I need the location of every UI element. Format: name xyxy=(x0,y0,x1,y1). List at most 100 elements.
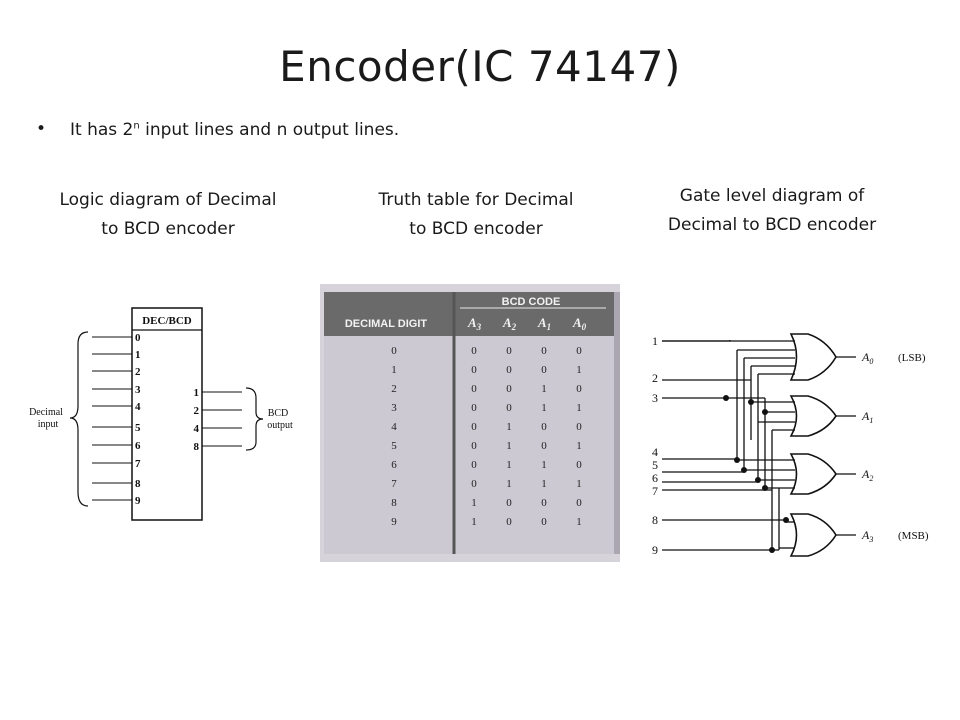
junction-dot xyxy=(734,457,740,463)
output-label-base: A xyxy=(861,467,870,481)
digit-cell: 9 xyxy=(391,516,397,528)
bcd-cell: 0 xyxy=(471,345,477,357)
logic-diagram-caption: Logic diagram of Decimal to BCD encoder xyxy=(30,186,306,244)
bcd-cell: 1 xyxy=(506,421,512,433)
caption-line: Logic diagram of Decimal xyxy=(59,190,277,210)
lsb-note: (LSB) xyxy=(898,352,926,364)
digit-cell: 8 xyxy=(391,497,397,509)
bcd-cell: 0 xyxy=(506,402,512,414)
or-gate-a2 xyxy=(789,453,837,495)
bcd-cell: 0 xyxy=(576,383,582,395)
output-brace xyxy=(245,387,264,451)
input-pin-label: 0 xyxy=(135,332,141,344)
bullet-text-suffix: input lines and n output lines. xyxy=(139,120,400,140)
bcd-cell: 1 xyxy=(506,440,512,452)
output-group-label: output xyxy=(267,420,293,431)
output-label-base: A xyxy=(861,350,870,364)
bcd-cell: 1 xyxy=(471,497,477,509)
digit-cell: 6 xyxy=(391,459,397,471)
table-row: 0 0 0 0 0 xyxy=(391,345,582,357)
column-header-sub: 1 xyxy=(547,322,552,332)
output-pin-label: 2 xyxy=(194,405,200,417)
column-header-a2: A2 xyxy=(502,315,517,332)
or-gate-a0 xyxy=(789,333,837,381)
bullet-marker: • xyxy=(36,119,47,139)
output-label-sub: 3 xyxy=(868,535,873,544)
junction-dot xyxy=(741,467,747,473)
bcd-cell: 1 xyxy=(541,478,547,490)
table-row: 2 0 0 1 0 xyxy=(391,383,582,395)
bcd-cell: 1 xyxy=(506,478,512,490)
bcd-cell: 0 xyxy=(506,383,512,395)
table-row: 9 1 0 0 1 xyxy=(391,516,582,528)
bcd-cell: 0 xyxy=(541,516,547,528)
column-header-sub: 2 xyxy=(511,322,517,332)
input-pin-label: 1 xyxy=(135,349,141,361)
bullet-superscript: n xyxy=(133,120,140,132)
bcd-cell: 0 xyxy=(576,497,582,509)
table-row: 5 0 1 0 1 xyxy=(391,440,582,452)
block-label: DEC/BCD xyxy=(142,315,192,327)
digit-cell: 0 xyxy=(391,345,397,357)
input-brace xyxy=(69,331,89,507)
output-label-sub: 0 xyxy=(869,357,873,366)
bcd-cell: 0 xyxy=(576,345,582,357)
bcd-cell: 0 xyxy=(471,478,477,490)
bcd-cell: 0 xyxy=(541,421,547,433)
input-pin-label: 9 xyxy=(135,495,141,507)
bcd-cell: 0 xyxy=(506,516,512,528)
caption-line: to BCD encoder xyxy=(409,219,543,239)
output-pin-label: 4 xyxy=(194,423,200,435)
column-header-sub: 0 xyxy=(582,322,587,332)
bcd-cell: 1 xyxy=(506,459,512,471)
input-pin-label: 2 xyxy=(135,366,141,378)
table-header xyxy=(324,292,614,336)
input-label: 3 xyxy=(652,391,658,405)
input-pin-label: 7 xyxy=(135,458,141,470)
digit-cell: 1 xyxy=(391,364,397,376)
output-label-a2: A2 xyxy=(861,467,873,483)
table-row: 8 1 0 0 0 xyxy=(391,497,582,509)
output-label-a1: A1 xyxy=(861,409,873,425)
output-label-a3: A3 xyxy=(861,528,873,544)
table-row: 7 0 1 1 1 xyxy=(391,478,582,490)
caption-line: to BCD encoder xyxy=(101,219,235,239)
input-pin-label: 8 xyxy=(135,478,141,490)
bcd-cell: 0 xyxy=(506,497,512,509)
column-header-base: A xyxy=(502,315,512,330)
table-row: 4 0 1 0 0 xyxy=(391,421,582,433)
bcd-cell: 0 xyxy=(471,459,477,471)
output-pin-label: 1 xyxy=(194,387,200,399)
digit-cell: 2 xyxy=(391,383,397,395)
digit-cell: 3 xyxy=(391,402,397,414)
digit-cell: 7 xyxy=(391,478,397,490)
bcd-cell: 1 xyxy=(576,516,582,528)
output-label-sub: 1 xyxy=(869,416,873,425)
bcd-cell: 1 xyxy=(541,402,547,414)
truth-table-caption: Truth table for Decimal to BCD encoder xyxy=(336,186,616,244)
junction-dot xyxy=(748,399,754,405)
bcd-cell: 1 xyxy=(576,440,582,452)
bcd-cell: 0 xyxy=(541,497,547,509)
msb-note: (MSB) xyxy=(898,530,929,542)
input-group-label: Decimal xyxy=(29,407,63,418)
input-pin-label: 4 xyxy=(135,401,141,413)
bcd-cell: 0 xyxy=(471,440,477,452)
bcd-cell: 0 xyxy=(541,440,547,452)
bcd-cell: 0 xyxy=(506,345,512,357)
bullet-text: It has 2n input lines and n output lines… xyxy=(70,120,399,140)
logic-diagram: DEC/BCD 0 1 2 3 4 5 6 7 8 9 1 xyxy=(29,307,293,521)
input-label: 5 xyxy=(652,458,658,472)
column-header-base: A xyxy=(467,315,477,330)
caption-line: Decimal to BCD encoder xyxy=(667,215,877,235)
bcd-cell: 1 xyxy=(576,364,582,376)
bcd-cell: 1 xyxy=(471,516,477,528)
bcd-cell: 1 xyxy=(541,383,547,395)
digit-cell: 5 xyxy=(391,440,397,452)
junction-dot xyxy=(755,477,761,483)
bcd-cell: 0 xyxy=(471,421,477,433)
input-group-label: input xyxy=(38,419,59,430)
input-pin-label: 3 xyxy=(135,384,141,396)
slide-title: Encoder(IC 74147) xyxy=(279,42,681,91)
input-pin-label: 6 xyxy=(135,440,141,452)
